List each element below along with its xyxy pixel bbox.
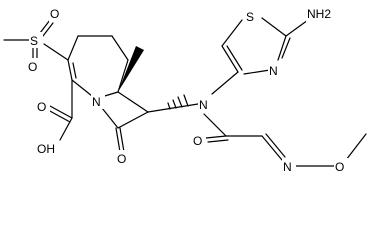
hashed-wedge-bond	[167, 94, 189, 110]
atom-o-sulfonyl-lower: O	[28, 60, 37, 74]
atom-labels: S O O N O OH O N O N O S N NH2	[27, 6, 348, 174]
bond-c-o-double	[49, 105, 73, 119]
bond-c9-n-amide	[147, 103, 199, 113]
atom-nh2: NH2	[307, 7, 331, 21]
atom-oh-acid: OH	[37, 142, 55, 156]
bond-c5-c6	[111, 35, 129, 61]
bond-ch-n-oxime	[261, 135, 283, 161]
atom-s-sulfonyl: S	[30, 34, 38, 48]
molecule-structure-diagram: S O O N O OH O N O N O S N NH2	[3, 6, 367, 174]
bond-n-thiazole	[211, 71, 239, 95]
bond-thiazole-c2-n	[277, 35, 287, 61]
atom-o-methoxy: O	[335, 160, 344, 174]
bond-thiazole-s-c2	[261, 17, 287, 37]
atom-n-thiazole: N	[269, 64, 278, 78]
atom-s-thiazole: S	[246, 10, 254, 24]
atom-n-oxime: N	[283, 160, 292, 174]
bond-c2-c3	[67, 59, 73, 81]
bond-c2-nh2	[285, 19, 309, 37]
bond-c-oh	[59, 117, 73, 141]
atom-o-acid: O	[37, 100, 46, 114]
bond-o-methyl	[345, 133, 367, 161]
bond-lines	[3, 17, 367, 167]
atom-n-ring: N	[92, 95, 101, 109]
wedge-bond-h	[118, 46, 144, 92]
atom-o-lactam: O	[117, 152, 126, 166]
bond-amide-co	[205, 135, 227, 139]
bond-n-c2	[71, 79, 93, 97]
bond-thiazole-n-c4	[243, 69, 271, 75]
bond-c9-c7	[117, 91, 149, 113]
bond-thiazole-c4-c5	[221, 45, 239, 73]
bond-n-c8	[101, 107, 119, 129]
bond-s-c3	[43, 43, 69, 61]
bond-lactam-co	[115, 127, 121, 153]
stereo-wedges	[118, 46, 189, 110]
atom-o-amide: O	[193, 134, 202, 148]
atom-n-amide: N	[199, 98, 208, 112]
atom-o-sulfonyl-upper: O	[50, 7, 59, 21]
bond-s-o-upper	[39, 19, 51, 34]
bond-thiazole-c5-s	[221, 19, 243, 47]
bond-n-carbonyl	[203, 113, 227, 137]
bond-c8-c9	[117, 111, 149, 129]
bond-c6-c7	[117, 59, 129, 93]
bond-c3-c4	[67, 35, 79, 61]
